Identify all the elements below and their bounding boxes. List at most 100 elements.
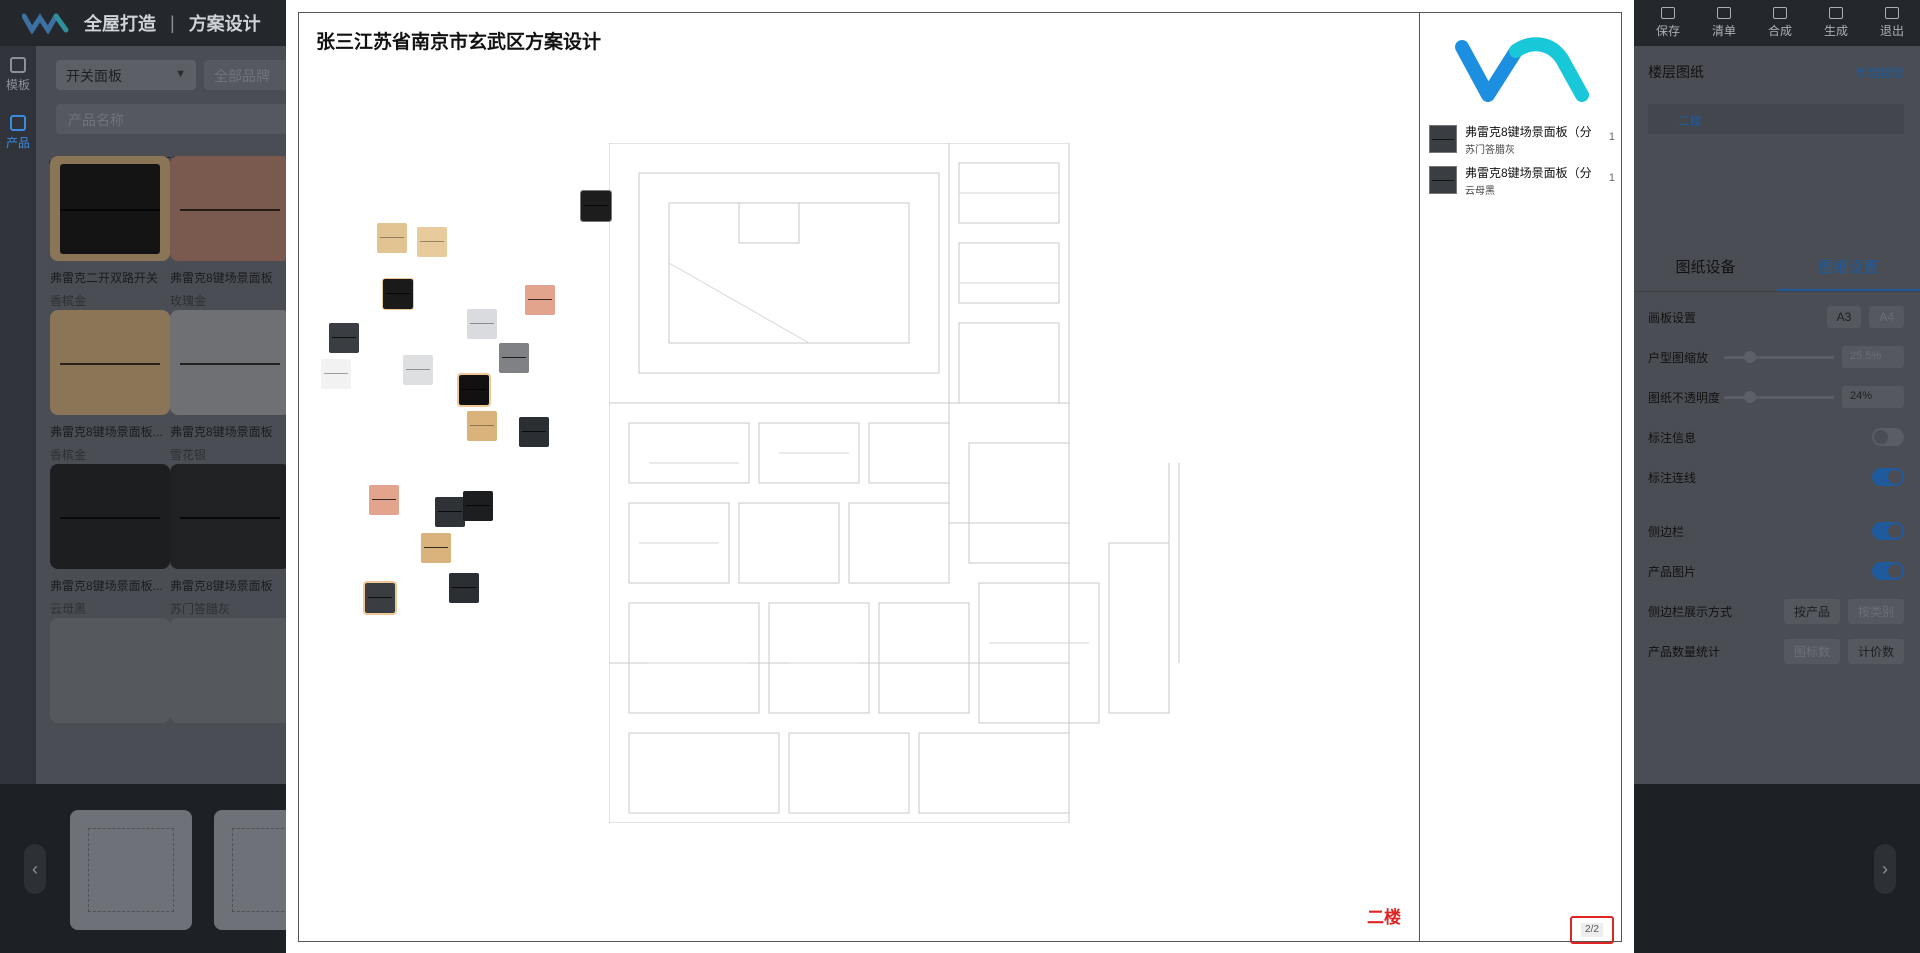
product-name: 弗雷克8键场景面板...: [50, 425, 163, 439]
setting-plan-opacity: 图纸不透明度 24%: [1648, 384, 1904, 410]
slider-knob[interactable]: [1744, 390, 1756, 403]
device-marker[interactable]: [449, 573, 479, 603]
list-button[interactable]: 清单: [1696, 0, 1752, 46]
setting-label: 产品图片: [1648, 564, 1697, 579]
product-thumb: [170, 618, 286, 723]
exit-button[interactable]: 退出: [1864, 0, 1920, 46]
rail-item-template[interactable]: 模板: [0, 46, 36, 104]
generate-icon: [1829, 7, 1843, 19]
device-marker[interactable]: [519, 417, 549, 447]
device-marker[interactable]: [421, 533, 451, 563]
setting-board-size: 画板设置 A3 A4: [1648, 304, 1904, 330]
sidebar-product-name: 弗雷克8键场景面板（分: [1465, 125, 1592, 139]
device-marker[interactable]: [417, 227, 447, 257]
brand-name: 全屋打造: [84, 14, 156, 34]
plan-scale-slider[interactable]: [1724, 350, 1834, 363]
product-thumb: [170, 156, 286, 261]
device-marker[interactable]: [329, 323, 359, 353]
option-a4[interactable]: A4: [1869, 306, 1904, 328]
compose-label: 合成: [1767, 24, 1792, 38]
device-marker[interactable]: [467, 309, 497, 339]
product-images-toggle[interactable]: [1872, 562, 1904, 580]
save-icon: [1661, 7, 1675, 19]
product-color: 香槟金: [50, 448, 87, 462]
product-thumb: [170, 310, 286, 415]
page-indicator[interactable]: 2/2: [1570, 916, 1614, 944]
product-search-input[interactable]: 产品名称: [56, 104, 286, 134]
save-button[interactable]: 保存: [1640, 0, 1696, 46]
option-icon-count[interactable]: 图标数: [1783, 638, 1840, 664]
product-swatch: [180, 472, 280, 562]
device-marker[interactable]: [525, 285, 555, 315]
exit-icon: [1885, 7, 1899, 19]
sidebar-product-item: 弗雷克8键场景面板（分 苏门答腊灰 1: [1429, 123, 1615, 159]
preview-modal: 张三江苏省南京市玄武区方案设计: [286, 0, 1634, 953]
product-name: 弗雷克二开双路开关: [50, 271, 159, 285]
device-marker[interactable]: [382, 278, 414, 310]
device-marker[interactable]: [369, 485, 399, 515]
settings-panel: 楼层图纸 新建楼层 二楼 图纸设备 图纸设置 画板设置 A3 A4 户型图缩放 …: [1634, 46, 1920, 784]
generate-label: 生成: [1823, 24, 1848, 38]
product-card[interactable]: 弗雷克8键场景面板 雪花银: [170, 310, 286, 463]
thumbnail-plan: [88, 828, 174, 912]
generate-button[interactable]: 生成: [1808, 0, 1864, 46]
product-card[interactable]: [170, 618, 286, 723]
sidebar-product-color: 云母黑: [1465, 186, 1495, 197]
sidebar-toggle[interactable]: [1872, 522, 1904, 540]
compose-icon: [1773, 7, 1787, 19]
product-card[interactable]: 弗雷克8键场景面板 玫瑰金: [170, 156, 286, 309]
floor-list-item[interactable]: 二楼: [1648, 104, 1904, 134]
device-marker[interactable]: [457, 373, 491, 407]
page-thumbnail[interactable]: [70, 810, 192, 930]
device-marker[interactable]: [499, 343, 529, 373]
setting-label: 图纸不透明度: [1648, 390, 1721, 405]
product-card[interactable]: 弗雷克8键场景面板... 香槟金: [50, 310, 170, 463]
settings-tabs: 图纸设备 图纸设置: [1634, 246, 1920, 292]
section-name: 方案设计: [188, 14, 261, 34]
plan-opacity-slider[interactable]: [1724, 390, 1834, 403]
floor-label: 二楼: [1367, 908, 1401, 927]
option-a3[interactable]: A3: [1826, 306, 1862, 328]
rail-label-template: 模板: [5, 78, 30, 92]
option-by-product[interactable]: 按产品: [1783, 598, 1840, 624]
product-color: 苏门答腊灰: [170, 602, 231, 616]
rail-item-product[interactable]: 产品: [0, 104, 36, 162]
device-marker[interactable]: [463, 491, 493, 521]
device-marker[interactable]: [321, 359, 351, 389]
product-thumb: [50, 618, 170, 723]
product-name: 弗雷克8键场景面板: [170, 425, 273, 439]
device-marker[interactable]: [435, 497, 465, 527]
device-marker[interactable]: [467, 411, 497, 441]
setting-annotation-lines: 标注连线: [1648, 464, 1904, 490]
tab-plan-settings[interactable]: 图纸设置: [1777, 246, 1920, 291]
brand-select[interactable]: 全部品牌: [204, 60, 286, 90]
option-price-count[interactable]: 计价数: [1847, 638, 1904, 664]
device-marker[interactable]: [377, 223, 407, 253]
floor-plans-title: 楼层图纸: [1648, 64, 1704, 80]
product-card[interactable]: 弗雷克二开双路开关 香槟金: [50, 156, 170, 309]
product-card[interactable]: 弗雷克8键场景面板 苏门答腊灰: [170, 464, 286, 617]
product-name: 弗雷克8键场景面板...: [50, 579, 163, 593]
option-by-category[interactable]: 按类别: [1847, 598, 1904, 624]
plan-scale-value[interactable]: 25.5%: [1842, 346, 1904, 368]
device-marker[interactable]: [363, 581, 397, 615]
device-marker[interactable]: [580, 190, 612, 222]
product-card[interactable]: [50, 618, 170, 723]
device-marker[interactable]: [403, 355, 433, 385]
product-thumbnail: [1429, 125, 1457, 153]
annotation-info-toggle[interactable]: [1872, 428, 1904, 446]
plan-opacity-value[interactable]: 24%: [1842, 386, 1904, 408]
chevron-left-icon[interactable]: ‹: [24, 844, 46, 894]
list-icon: [1717, 7, 1731, 19]
new-floor-button[interactable]: 新建楼层: [1855, 66, 1904, 80]
tab-plan-devices[interactable]: 图纸设备: [1675, 259, 1736, 276]
slider-knob[interactable]: [1744, 350, 1756, 363]
chevron-right-icon[interactable]: ›: [1874, 844, 1896, 894]
sidebar-product-item: 弗雷克8键场景面板（分 云母黑 1: [1429, 164, 1615, 200]
product-card[interactable]: 弗雷克8键场景面板... 云母黑: [50, 464, 170, 617]
category-select[interactable]: 开关面板 ▼: [56, 60, 196, 90]
product-color: 云母黑: [50, 602, 87, 616]
sidebar-product-qty: 1: [1608, 172, 1615, 184]
compose-button[interactable]: 合成: [1752, 0, 1808, 46]
annotation-lines-toggle[interactable]: [1872, 468, 1904, 486]
